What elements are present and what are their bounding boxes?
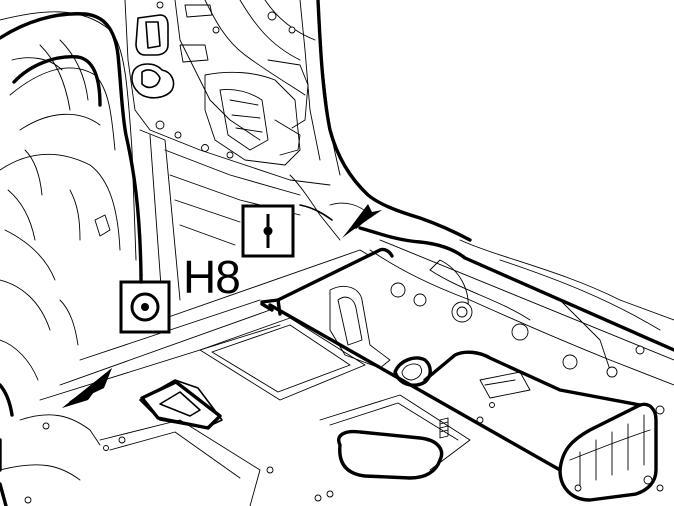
circle-dot-symbol	[119, 280, 171, 334]
callout-label-h8: H8	[183, 251, 241, 303]
rear-floor-panel	[260, 226, 674, 502]
left-wheel-arch	[0, 11, 143, 381]
floor-center	[0, 129, 495, 506]
upper-structure	[124, 0, 472, 242]
line-dot-symbol	[241, 204, 295, 258]
route-indicator	[62, 204, 382, 408]
